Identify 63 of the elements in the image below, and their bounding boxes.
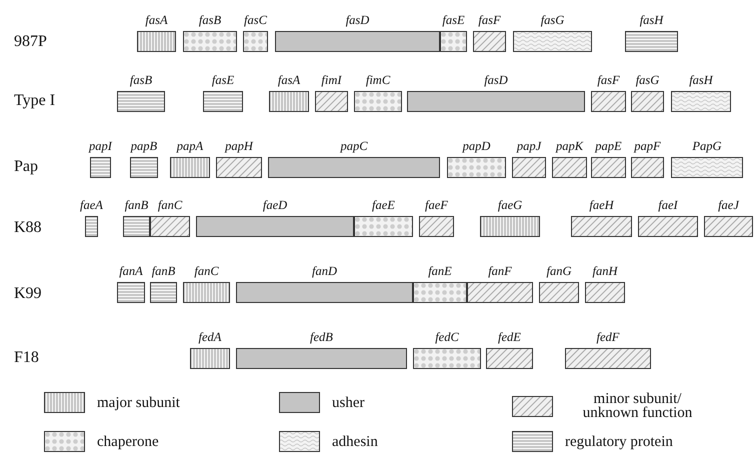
- gene-label: fasF: [597, 73, 620, 88]
- gene-label: fedA: [198, 330, 222, 345]
- gene-label: fasD: [484, 73, 508, 88]
- legend-text: usher: [332, 396, 364, 410]
- strain-label: K88: [14, 219, 42, 237]
- gene-label: papA: [176, 139, 204, 154]
- gene-label: faeE: [372, 198, 395, 213]
- gene-label: faeD: [262, 198, 288, 213]
- gene-label: fasH: [689, 73, 713, 88]
- gene-label: fasE: [442, 13, 465, 28]
- gene-label: fasG: [636, 73, 660, 88]
- gene-label: fanB: [152, 264, 176, 279]
- legend-text: major subunit: [97, 396, 180, 410]
- gene-label: fanC: [158, 198, 182, 213]
- gene-label: faeH: [589, 198, 614, 213]
- gene-label: faeJ: [718, 198, 739, 213]
- legend-text: adhesin: [332, 434, 378, 448]
- gene-label: faeA: [80, 198, 103, 213]
- gene-label: papE: [595, 139, 622, 154]
- gene-label: papI: [89, 139, 112, 154]
- gene-label: faeF: [425, 198, 448, 213]
- gene-label: fasB: [130, 73, 152, 88]
- gene-label: fasG: [540, 13, 564, 28]
- gene-label: papJ: [516, 139, 542, 154]
- gene-label: fimC: [366, 73, 390, 88]
- gene-label: fanG: [546, 264, 572, 279]
- strain-label: Type I: [14, 92, 56, 110]
- gene-label: fanE: [428, 264, 452, 279]
- gene-label: fasF: [478, 13, 501, 28]
- gene-label: papB: [130, 139, 158, 154]
- gene-label: fasH: [640, 13, 664, 28]
- legend-text: minor subunit/ unknown function: [582, 392, 694, 420]
- strain-label: F18: [14, 349, 39, 367]
- gene-label: fanF: [488, 264, 512, 279]
- gene-label: fedF: [596, 330, 620, 345]
- gene-label: fasE: [212, 73, 234, 88]
- strain-label: K99: [14, 285, 42, 303]
- gene-label: PapG: [692, 139, 722, 154]
- gene-label: fedC: [435, 330, 459, 345]
- gene-label: fasA: [278, 73, 300, 88]
- gene-label: fanD: [312, 264, 337, 279]
- gene-label: fanA: [119, 264, 143, 279]
- gene-label: faeI: [658, 198, 678, 213]
- gene-label: fimI: [321, 73, 342, 88]
- strain-label: 987P: [14, 33, 47, 51]
- legend-text: chaperone: [97, 434, 159, 448]
- gene-label: papD: [462, 139, 490, 154]
- gene-label: fasB: [198, 13, 222, 28]
- legend-text: regulatory protein: [565, 434, 673, 448]
- gene-label: papH: [225, 139, 253, 154]
- gene-label: fasA: [145, 13, 168, 28]
- gene-label: fedE: [498, 330, 521, 345]
- gene-label: papK: [556, 139, 584, 154]
- strain-label: Pap: [14, 158, 38, 176]
- gene-label: fanC: [194, 264, 219, 279]
- gene-label: papC: [340, 139, 368, 154]
- gene-label: fanH: [592, 264, 618, 279]
- gene-label: fasD: [346, 13, 370, 28]
- gene-label: fanB: [124, 198, 148, 213]
- gene-label: fasC: [244, 13, 267, 28]
- gene-label: faeG: [498, 198, 522, 213]
- gene-label: papF: [634, 139, 661, 154]
- gene-label: fedB: [310, 330, 333, 345]
